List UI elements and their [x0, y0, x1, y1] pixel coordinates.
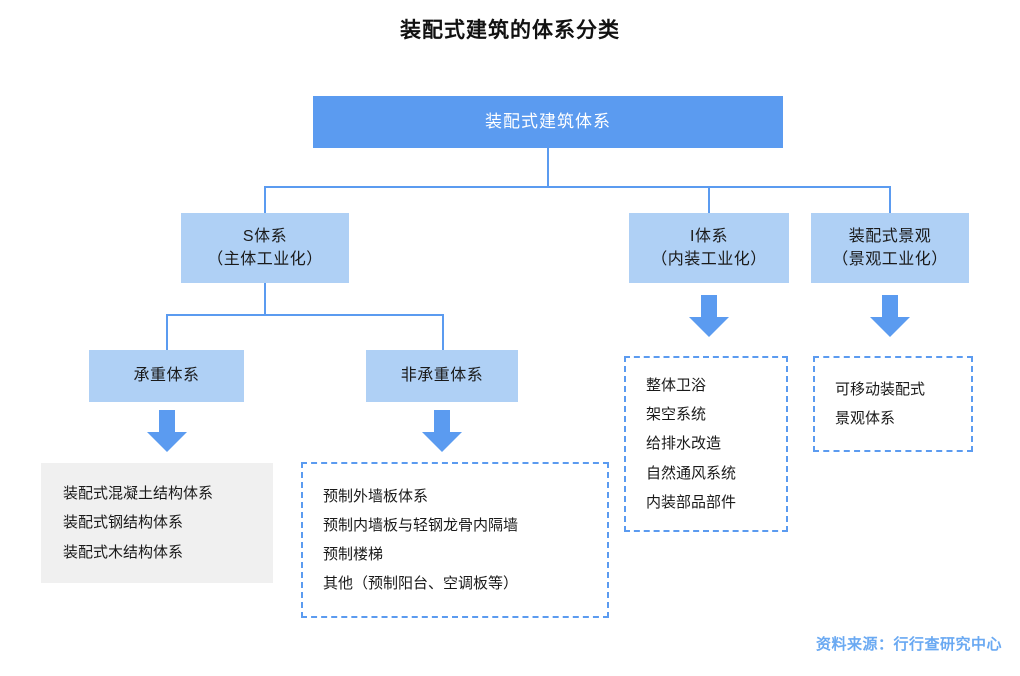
- node-bearing-system[interactable]: 承重体系: [89, 350, 244, 402]
- node-non-bearing-system-label: 非承重体系: [400, 367, 484, 385]
- list-item: 景观体系: [835, 410, 896, 427]
- list-item: 可移动装配式: [835, 380, 926, 398]
- arrow-landscape-down: [870, 295, 910, 337]
- connector-to-bearing: [166, 314, 168, 350]
- panel-landscape-items: 可移动装配式 景观体系: [813, 356, 973, 452]
- connector-root-stem: [547, 148, 549, 187]
- node-s-system-line2: （主体工业化）: [207, 251, 323, 268]
- node-non-bearing-system[interactable]: 非承重体系: [366, 350, 518, 402]
- connector-to-i-system: [708, 186, 710, 213]
- panel-non-bearing-items: 预制外墙板体系 预制内墙板与轻钢龙骨内隔墙 预制楼梯 其他（预制阳台、空调板等）: [301, 462, 609, 618]
- connector-to-landscape-system: [889, 186, 891, 213]
- connector-level2-bar: [264, 186, 891, 188]
- node-s-system-line1: S体系: [242, 227, 288, 245]
- list-item: 整体卫浴: [646, 376, 707, 394]
- connector-s-system-stem: [264, 283, 266, 315]
- list-item: 预制内墙板与轻钢龙骨内隔墙: [323, 516, 519, 534]
- list-item: 内装部品部件: [646, 493, 737, 511]
- node-i-system[interactable]: I体系 （内装工业化）: [629, 213, 789, 283]
- source-note: 资料来源：行行查研究中心: [815, 636, 1002, 653]
- list-item: 预制楼梯: [323, 546, 384, 563]
- list-item: 其他（预制阳台、空调板等）: [323, 575, 519, 593]
- node-landscape-system-line2: （景观工业化）: [832, 251, 948, 268]
- connector-to-s-system: [264, 186, 266, 213]
- panel-interior-items: 整体卫浴 架空系统 给排水改造 自然通风系统 内装部品部件: [624, 356, 788, 532]
- list-item: 预制外墙板体系: [323, 487, 429, 505]
- list-item: 装配式混凝土结构体系: [63, 485, 214, 503]
- list-item: 架空系统: [646, 406, 707, 424]
- node-i-system-line2: （内装工业化）: [651, 251, 767, 268]
- list-item: 自然通风系统: [646, 464, 737, 482]
- arrow-bearing-down: [147, 410, 187, 452]
- node-root-label: 装配式建筑体系: [485, 111, 611, 131]
- node-landscape-system-line1: 装配式景观: [848, 227, 932, 245]
- node-bearing-system-label: 承重体系: [133, 367, 200, 385]
- connector-level3-bar: [166, 314, 444, 316]
- list-item: 装配式木结构体系: [63, 543, 184, 561]
- node-i-system-line1: I体系: [690, 227, 728, 245]
- node-landscape-system[interactable]: 装配式景观 （景观工业化）: [811, 213, 969, 283]
- node-root[interactable]: 装配式建筑体系: [313, 96, 783, 148]
- arrow-interior-down: [689, 295, 729, 337]
- node-s-system[interactable]: S体系 （主体工业化）: [181, 213, 349, 283]
- arrow-non-bearing-down: [422, 410, 462, 452]
- connector-to-non-bearing: [442, 314, 444, 350]
- page-title: 装配式建筑的体系分类: [400, 19, 620, 42]
- panel-bearing-items: 装配式混凝土结构体系 装配式钢结构体系 装配式木结构体系: [41, 463, 273, 583]
- list-item: 给排水改造: [646, 435, 722, 453]
- list-item: 装配式钢结构体系: [63, 514, 184, 532]
